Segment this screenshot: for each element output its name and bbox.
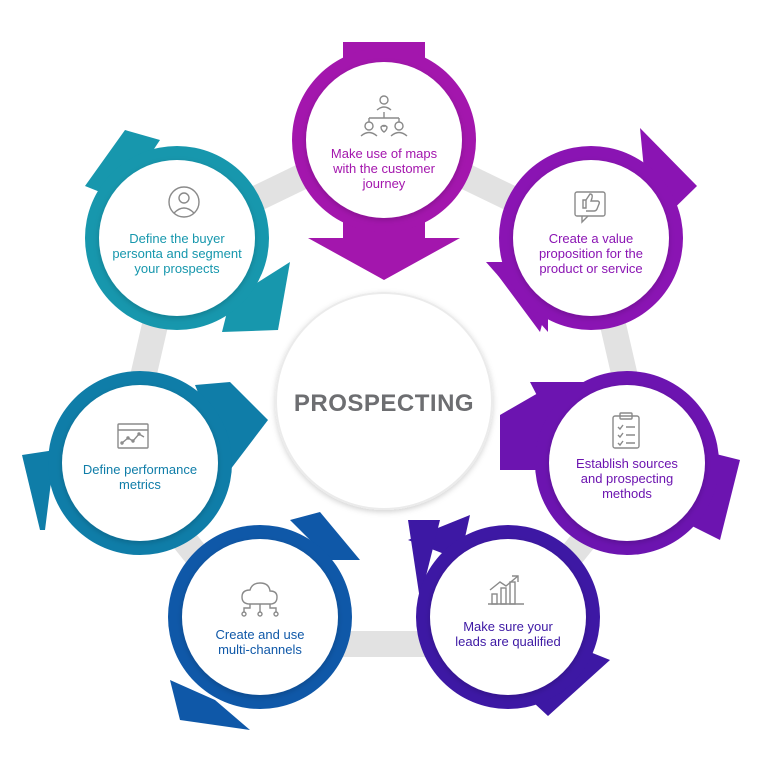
step-7-node bbox=[85, 130, 290, 332]
step-2-disc bbox=[513, 160, 669, 316]
step-2-label: Create a value proposition for the produ… bbox=[538, 231, 644, 276]
step-4-arrow-side bbox=[408, 520, 440, 600]
people-map-icon bbox=[360, 95, 408, 137]
step-1-label: Make use of maps with the customer journ… bbox=[330, 146, 438, 191]
step-3-disc bbox=[549, 385, 705, 541]
line-chart-icon bbox=[117, 423, 149, 449]
thumbs-up-icon bbox=[574, 191, 606, 224]
bar-chart-icon bbox=[488, 575, 524, 605]
step-1-disc bbox=[306, 62, 462, 218]
step-4-disc bbox=[430, 539, 586, 695]
clipboard-checklist-icon bbox=[612, 412, 640, 449]
cloud-network-icon bbox=[241, 582, 279, 617]
step-6-arrow-right bbox=[195, 382, 268, 470]
step-5-arrow-top bbox=[290, 512, 360, 560]
step-6-arrow-left bbox=[22, 450, 55, 530]
step-6-node bbox=[22, 371, 268, 555]
step-4-node bbox=[408, 515, 610, 716]
center-title: PROSPECTING bbox=[293, 390, 475, 417]
step-5-arrow-bottom bbox=[170, 680, 250, 730]
person-icon bbox=[168, 186, 200, 218]
step-6-label: Define performance metrics bbox=[82, 462, 198, 492]
step-2-node bbox=[486, 128, 697, 332]
step-5-disc bbox=[182, 539, 338, 695]
step-6-disc bbox=[62, 385, 218, 541]
step-3-label: Establish sources and prospecting method… bbox=[576, 456, 678, 501]
step-1-node bbox=[292, 42, 476, 280]
step-7-arrow-bottom bbox=[222, 262, 290, 332]
center-circle bbox=[275, 292, 493, 510]
step-5-node bbox=[168, 512, 360, 730]
step-7-disc bbox=[99, 160, 255, 316]
step-7-label: Define the buyer personta and segment yo… bbox=[112, 231, 242, 276]
step-4-label: Make sure your leads are qualified bbox=[455, 619, 561, 649]
step-5-label: Create and use multi-channels bbox=[215, 627, 305, 657]
step-3-node bbox=[500, 371, 740, 555]
